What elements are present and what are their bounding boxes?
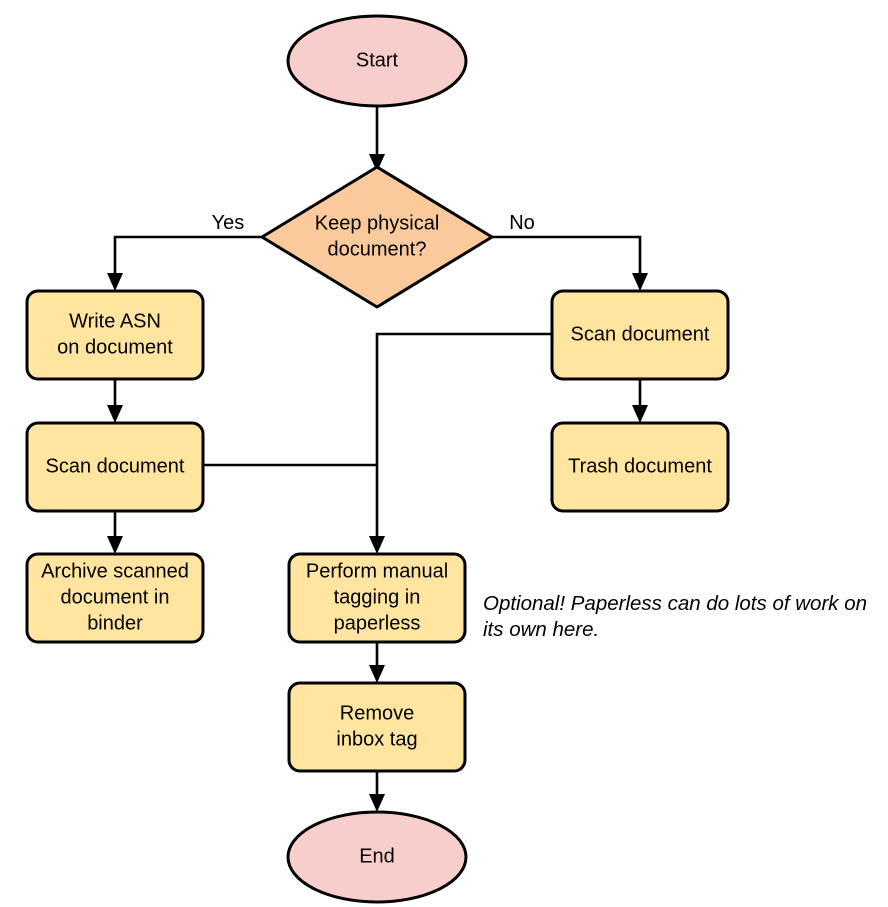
node-label: document? (328, 238, 427, 260)
annotation-line: Optional! Paperless can do lots of work … (483, 592, 867, 615)
node-write-asn[interactable]: Write ASN on document (25, 289, 205, 381)
node-label: Perform manual (306, 560, 448, 582)
node-label: document in (61, 586, 170, 608)
edge-remove-inbox-tag-to-end (369, 771, 385, 812)
node-shape-rect (25, 421, 205, 513)
edge-write-asn-to-scan-left (107, 379, 123, 423)
edge-scan-right-to-manual-tagging (369, 332, 552, 554)
edge-manual-tagging-to-remove-inbox-tag (369, 642, 385, 683)
arrowhead-icon (107, 273, 123, 291)
node-label: Start (356, 49, 399, 71)
node-label: on document (57, 336, 173, 358)
edge-scan-right-to-trash (632, 379, 648, 423)
node-label: Scan document (571, 323, 710, 345)
arrowhead-icon (369, 154, 385, 172)
node-label: Archive scanned (41, 560, 189, 582)
node-manual-tagging[interactable]: Perform manual tagging in paperless (287, 552, 467, 644)
node-label: inbox tag (336, 728, 417, 750)
annotation-optional-note: Optional! Paperless can do lots of work … (483, 592, 867, 641)
node-shape-ellipse (286, 810, 468, 904)
arrowhead-icon (369, 794, 385, 812)
node-shape-rect (25, 289, 205, 381)
node-archive-binder[interactable]: Archive scanned document in binder (25, 552, 205, 644)
node-shape-rect (287, 681, 467, 773)
arrowhead-icon (107, 405, 123, 423)
arrowhead-icon (632, 405, 648, 423)
edge-line (375, 332, 552, 542)
annotations-layer: Optional! Paperless can do lots of work … (483, 592, 867, 641)
edges-layer: Yes No (107, 106, 648, 812)
arrowhead-icon (107, 536, 123, 554)
node-scan-right[interactable]: Scan document (550, 289, 730, 381)
edge-decision-yes-to-write-asn: Yes (107, 212, 262, 291)
edge-scan-left-to-archive (107, 511, 123, 554)
node-label: End (359, 845, 395, 867)
node-end[interactable]: End (286, 810, 468, 904)
node-keep-physical[interactable]: Keep physical document? (260, 165, 494, 309)
arrowhead-icon (369, 665, 385, 683)
node-remove-inbox-tag[interactable]: Remove inbox tag (287, 681, 467, 773)
node-label: Write ASN (69, 310, 161, 332)
arrowhead-icon (632, 273, 648, 291)
node-label: Scan document (46, 455, 185, 477)
node-scan-left[interactable]: Scan document (25, 421, 205, 513)
annotation-line: its own here. (483, 618, 599, 641)
edge-start-to-decision (369, 106, 385, 172)
node-label: tagging in (334, 586, 421, 608)
node-start[interactable]: Start (286, 14, 468, 108)
node-shape-rect (287, 552, 467, 644)
node-label: binder (87, 612, 143, 634)
arrowhead-icon (369, 536, 385, 554)
edge-label-yes: Yes (212, 212, 245, 234)
node-trash[interactable]: Trash document (550, 421, 730, 513)
edge-label-no: No (509, 212, 535, 234)
edge-line (492, 235, 642, 279)
node-shape-diamond (260, 165, 494, 309)
node-shape-ellipse (286, 14, 468, 108)
node-label: paperless (334, 612, 421, 634)
node-shape-rect (550, 289, 730, 381)
node-shape-rect (550, 421, 730, 513)
edge-line (113, 235, 262, 279)
node-label: Remove (340, 702, 414, 724)
edge-decision-no-to-scan-right: No (492, 212, 648, 291)
node-label: Trash document (568, 455, 712, 477)
node-label: Keep physical (315, 212, 440, 234)
node-shape-rect (25, 552, 205, 644)
